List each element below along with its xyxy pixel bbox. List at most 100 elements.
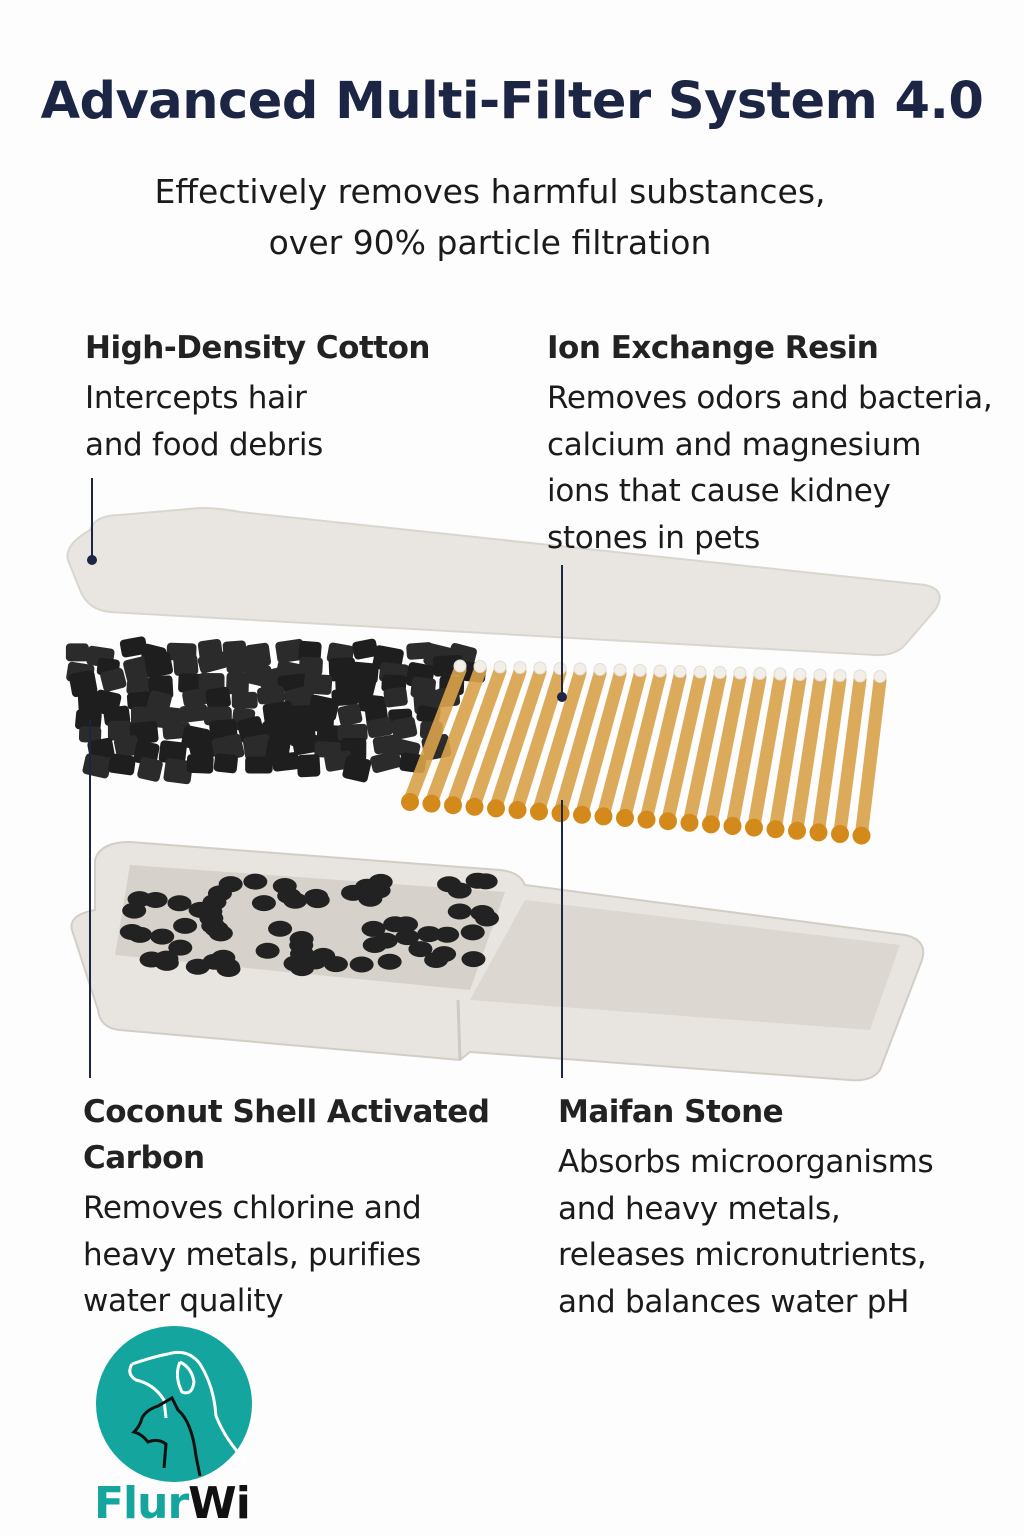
resin-tube-cap: [533, 661, 547, 675]
carbon-granule: [154, 954, 179, 971]
page-title: Advanced Multi-Filter System 4.0: [40, 72, 984, 131]
carbon-granule: [271, 752, 300, 772]
carbon-granule: [383, 916, 408, 933]
resin-tube: [403, 663, 467, 807]
carbon-granule: [207, 885, 232, 902]
carbon-granule: [198, 672, 225, 692]
carbon-granule: [417, 926, 442, 943]
resin-tube-cap: [853, 669, 867, 683]
resin-tube-end: [809, 823, 828, 842]
leader-dot-resin: [557, 692, 567, 702]
resin-tube-end: [487, 799, 505, 818]
resin-tube: [640, 669, 687, 825]
carbon-granule: [304, 888, 329, 905]
resin-tube-cap: [673, 665, 687, 678]
carbon-granule: [408, 941, 433, 958]
carbon-granule: [461, 951, 486, 968]
carbon-granule: [231, 691, 258, 709]
carbon-granule: [257, 685, 285, 705]
carbon-granule: [361, 920, 386, 937]
resin-tube-cap: [773, 667, 787, 681]
layer-title: Ion Exchange Resin: [547, 330, 879, 366]
resin-tube-end: [659, 812, 677, 831]
resin-tube: [769, 672, 807, 834]
resin-tube-cap: [493, 660, 507, 674]
carbon-granule: [328, 657, 356, 682]
carbon-granule: [126, 691, 154, 710]
resin-tube-cap: [733, 666, 747, 680]
carbon-granule: [65, 643, 89, 662]
carbon-granule: [208, 925, 233, 942]
carbon-granule: [182, 687, 210, 708]
resin-tube-end: [573, 805, 591, 824]
resin-tube-cap: [513, 661, 527, 674]
carbon-granule: [173, 654, 199, 676]
carbon-granule: [275, 638, 306, 663]
carbon-granule: [107, 720, 132, 741]
carbon-granule: [143, 891, 168, 908]
resin-tube-end: [465, 797, 484, 816]
carbon-granule: [242, 734, 273, 761]
resin-tube-end: [401, 793, 419, 811]
carbon-granule: [167, 895, 192, 912]
carbon-granule: [173, 917, 198, 934]
resin-tube-end: [551, 804, 570, 823]
resin-tube-end: [422, 794, 441, 813]
carbon-granule: [150, 928, 175, 945]
carbon-granule: [144, 651, 174, 678]
resin-tube: [511, 666, 567, 815]
layer-title: Maifan Stone: [558, 1094, 784, 1130]
resin-tube-end: [788, 821, 806, 840]
carbon-granule: [168, 939, 193, 956]
resin-tube: [661, 669, 707, 826]
carbon-granule: [311, 947, 336, 964]
carbon-granule: [460, 924, 485, 941]
cotton-pad: [66, 506, 941, 657]
resin-tube-end: [616, 809, 634, 827]
carbon-granule: [186, 754, 214, 774]
resin-tube: [489, 665, 547, 813]
carbon-granule: [284, 705, 315, 728]
carbon-granule: [342, 755, 372, 783]
carbon-granule: [392, 738, 421, 759]
carbon-granule: [298, 656, 323, 676]
carbon-granule: [372, 734, 399, 755]
resin-tube-cap: [473, 660, 487, 673]
carbon-granule: [137, 756, 163, 782]
resin-tube: [597, 668, 647, 821]
carbon-granule: [75, 709, 102, 731]
resin-tube: [812, 673, 847, 837]
resin-tube-end: [508, 801, 527, 819]
carbon-granule: [447, 903, 472, 920]
carbon-granule: [113, 735, 140, 758]
carbon-granule: [251, 895, 276, 912]
resin-tube-cap: [873, 670, 887, 683]
carbon-granule: [383, 687, 408, 708]
resin-tube-end: [637, 810, 656, 829]
resin-tube-cap: [653, 664, 667, 678]
carbon-granules-in-tray: [119, 872, 499, 977]
resin-tube-cap: [633, 664, 647, 677]
resin-tube: [683, 670, 727, 828]
leader-dot-cotton: [87, 555, 97, 565]
resin-tube-end: [831, 825, 849, 843]
brand-name: FlurWi: [94, 1478, 251, 1529]
carbon-granule: [243, 873, 268, 890]
resin-tube-cap: [793, 668, 807, 681]
layer-description: Removes odors and bacteria,calcium and m…: [547, 380, 993, 556]
resin-tube: [855, 674, 887, 841]
resin-tube-end: [444, 796, 462, 815]
carbon-granule: [370, 750, 402, 773]
resin-tube: [532, 666, 587, 817]
resin-tube: [468, 665, 527, 812]
resin-tube: [833, 673, 867, 839]
resin-tube-cap: [453, 659, 467, 673]
carbon-granule: [292, 735, 322, 756]
resin-tube-cap: [573, 662, 587, 676]
layer-resin: Ion Exchange Resin Removes odors and bac…: [547, 325, 993, 561]
